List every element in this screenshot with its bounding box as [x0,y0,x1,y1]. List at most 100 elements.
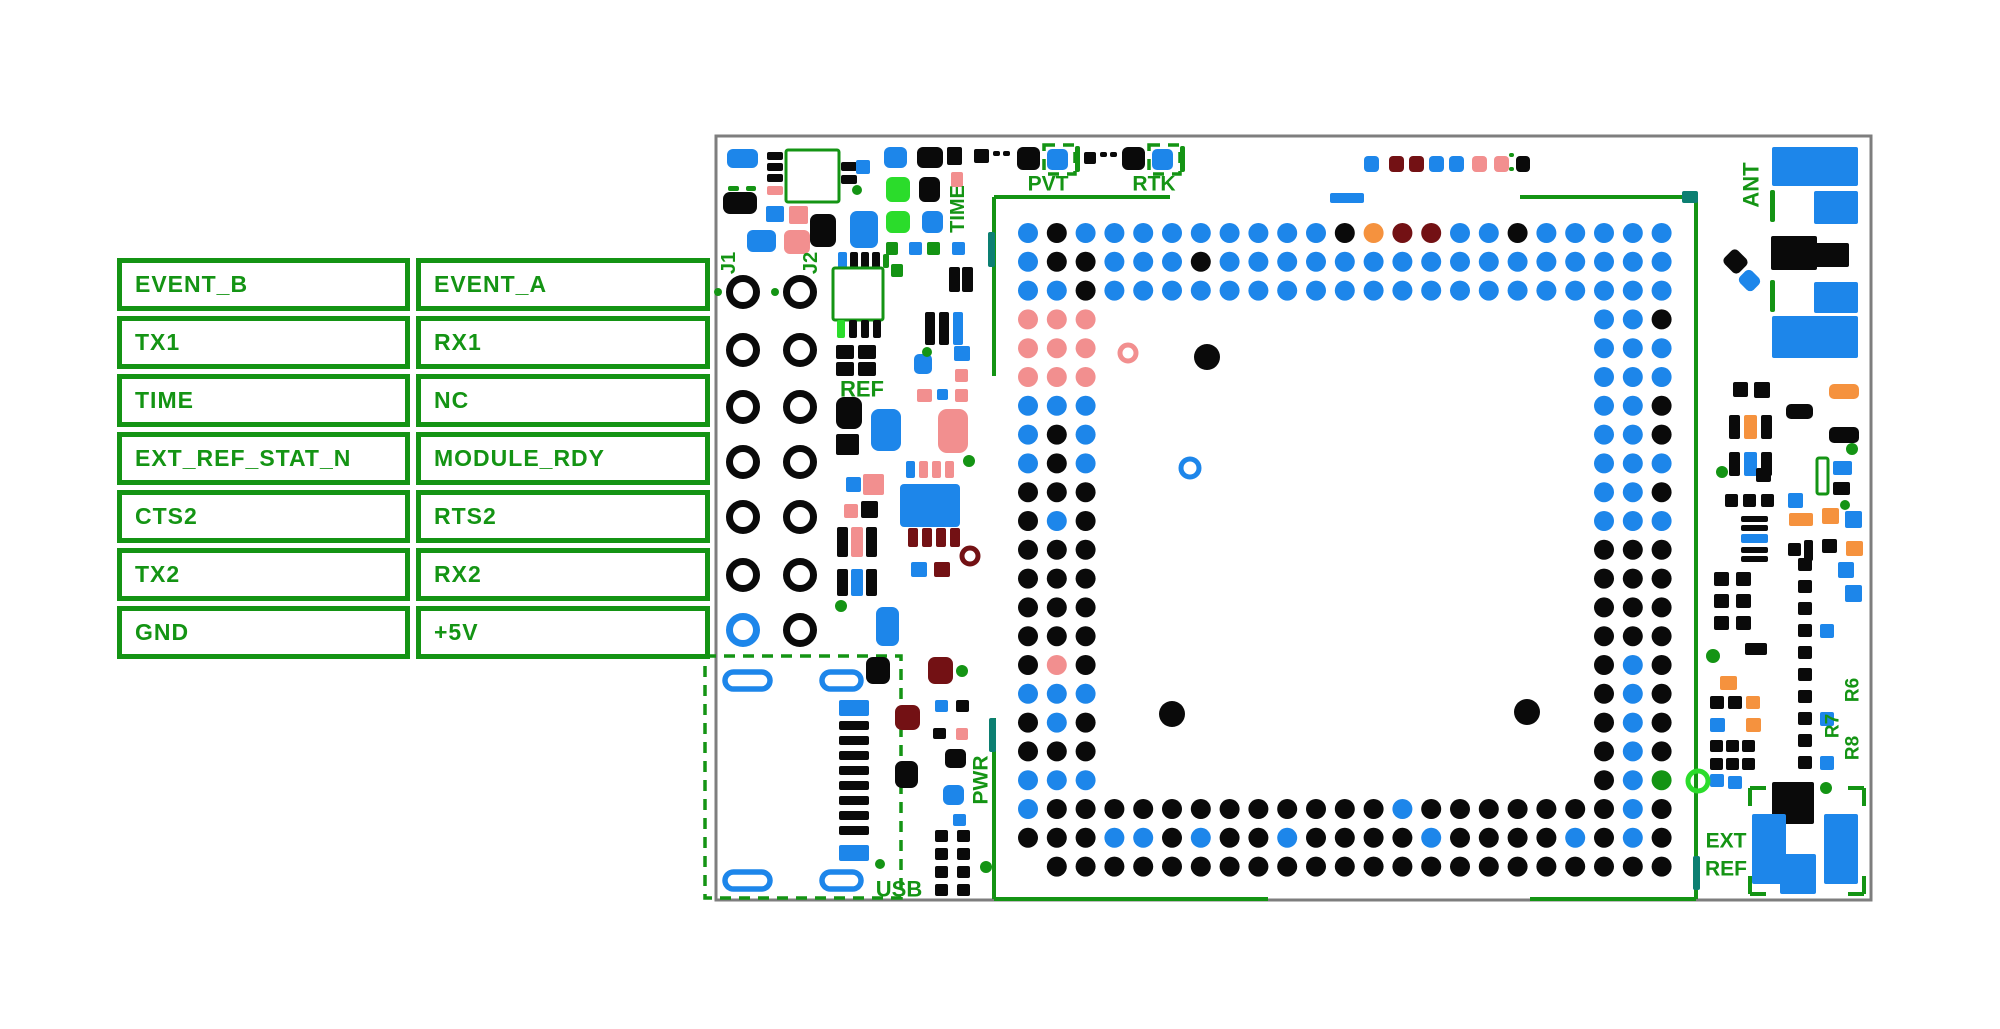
bga-pad-dot [1104,223,1125,243]
component-pad [957,830,970,842]
bga-pad-dot [1651,597,1672,618]
bga-pad-dot [1162,856,1182,877]
bga-pad-dot [1162,799,1182,819]
bga-pad-dot [1450,856,1470,877]
pin-cell: RX2 [416,548,710,601]
bga-pad-dot [1334,280,1355,301]
mounting-hole [1159,701,1185,727]
component-pad [1729,415,1740,439]
component-pad [1736,616,1751,630]
component-pad [1798,580,1812,593]
bga-pad-dot [1018,539,1038,560]
bga-pad-dot [1622,712,1643,733]
component-pad [858,345,876,359]
bga-pad-dot [1046,856,1067,877]
component-pad [836,345,854,359]
bga-pad-dot [1162,827,1182,848]
component-pad [839,700,869,716]
bga-pad-dot [1622,251,1643,272]
bga-pad-dot [1651,453,1672,474]
silkscreen-label: REF [1705,858,1747,881]
bga-pad-dot [1421,223,1442,243]
bga-pad-dot [1594,655,1614,675]
bga-pad-dot [1219,827,1240,848]
bga-pad-dot [1651,683,1672,704]
component-pad [784,230,810,254]
bga-pad-dot [1018,741,1038,762]
bga-pad-dot [1622,424,1643,445]
component-pad [935,830,948,842]
bga-pad-dot [1651,626,1672,647]
bga-pad-dot [1248,856,1269,877]
component-pad [1838,562,1854,578]
bga-pad-dot [1363,251,1384,272]
component-pad [1075,146,1080,172]
component-pad [1742,740,1755,752]
silkscreen-dot [922,347,932,357]
bga-pad-dot [1306,799,1326,819]
component-pad [851,527,863,557]
bga-pad-dot [1075,280,1096,301]
bga-pad-dot [1046,683,1067,704]
bga-pad-dot [1046,539,1067,560]
bga-pad-dot [1651,280,1672,301]
bga-pad-dot [1133,827,1154,848]
component-pad [841,162,857,171]
bga-pad-dot [1450,799,1470,819]
component-pad [723,192,757,214]
header-pin-j1 [726,558,760,592]
component-pad [836,397,862,429]
component-pad [939,312,949,345]
bga-pad-dot [1046,511,1067,531]
bga-pad-dot [1392,799,1413,819]
bga-pad-dot [1478,856,1499,877]
component-pad [839,721,869,730]
bga-pad-dot [1075,597,1096,618]
component-pad [949,267,960,292]
silkscreen-label: PWR [970,756,993,805]
bga-pad-dot [1046,367,1067,387]
component-pad [950,528,960,547]
component-pad [1746,718,1761,732]
component-pad [886,211,910,233]
component-pad [871,409,901,451]
component-pad [1788,493,1803,508]
oval-pad [819,869,864,892]
component-pad [906,461,915,478]
pin-cell: EVENT_B [117,258,410,311]
component-pad [952,242,965,255]
component-pad [839,796,869,805]
component-pad [908,528,918,547]
bga-pad-dot [1536,280,1557,301]
bga-pad-dot [1622,568,1643,589]
bga-pad-dot [1219,251,1240,272]
bga-pad-dot [1421,799,1442,819]
component-pad [1728,696,1742,709]
component-pad [746,186,756,191]
pin-cell: RX1 [416,316,710,369]
silkscreen-label: REF [840,377,884,402]
bga-pad-dot [1507,799,1528,819]
component-pad [850,252,858,270]
component-pad [957,866,970,878]
component-pad [766,206,784,222]
bga-pad-dot [1622,539,1643,560]
component-pad [956,728,968,740]
component-pad [1820,624,1834,638]
bga-pad-dot [1046,655,1067,675]
silkscreen-dot [1716,466,1728,478]
bga-pad-dot [1651,770,1672,791]
pin-cell: TX2 [117,548,410,601]
bga-pad-dot [1162,223,1182,243]
bga-pad-dot [1594,395,1614,416]
bga-pad-dot [1018,597,1038,618]
bga-pad-dot [1018,453,1038,474]
bga-pad-dot [1478,799,1499,819]
header-pin-j1 [726,445,760,479]
bga-pad-dot [1046,338,1067,359]
bga-pad-dot [1018,827,1038,848]
component-pad [1714,594,1729,608]
component-pad [993,151,1000,156]
component-pad [935,884,948,896]
